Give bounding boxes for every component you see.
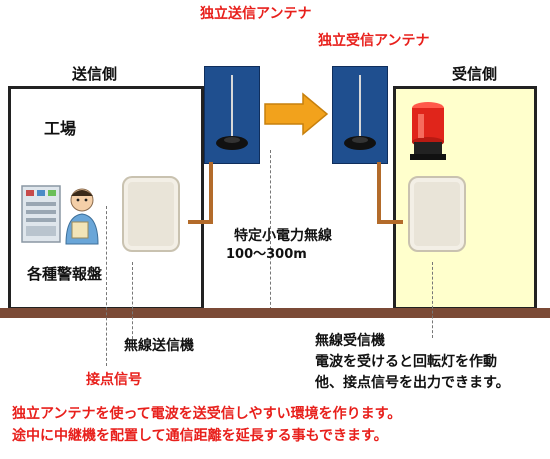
ground-bar [0, 308, 550, 318]
transmitter-device [122, 176, 180, 252]
sender-heading: 送信側 [72, 65, 118, 83]
receiver-guide [432, 262, 433, 338]
factory-label: 工場 [44, 119, 77, 138]
contact-signal-guide [106, 206, 107, 366]
tx-antenna-label: 独立送信アンテナ [200, 6, 312, 22]
alarm-panel-icon [21, 185, 99, 245]
center-divider [270, 150, 271, 310]
rotating-lamp-icon [410, 102, 446, 160]
transmitter-photo [115, 170, 187, 260]
contact-signal-label: 接点信号 [86, 372, 142, 388]
tx-antenna-icon [216, 75, 248, 150]
receiver-desc-2: 他、接点信号を出力できます。 [315, 375, 510, 391]
transmitter-guide [132, 262, 133, 344]
footer-line-1: 独立アンテナを使って電波を送受信しやすい環境を作ります。 [12, 406, 402, 422]
receiver-label: 無線受信機 [315, 333, 385, 349]
panel-label: 各種警報盤 [27, 265, 103, 283]
receiver-device [408, 176, 466, 252]
rotating-lamp [404, 98, 452, 164]
rx-antenna-label: 独立受信アンテナ [318, 33, 430, 49]
alarm-panel-illustration [20, 182, 106, 252]
transmitter-label: 無線送信機 [124, 338, 194, 354]
link-range: 100〜300m [226, 247, 307, 262]
receiver-photo [401, 170, 473, 260]
footer-line-2: 途中に中継機を配置して通信距離を延長する事もできます。 [12, 428, 388, 444]
tx-cable-horizontal [188, 220, 213, 224]
transmission-arrow [263, 92, 329, 136]
receiver-desc-1: 電波を受けると回転灯を作動 [315, 354, 497, 370]
receiver-heading: 受信側 [452, 65, 498, 83]
rx-antenna-photo [332, 66, 388, 164]
rx-cable-horizontal [377, 220, 403, 224]
tx-cable-vertical [209, 162, 213, 224]
rx-antenna-icon [344, 75, 376, 150]
right-arrow-icon [264, 92, 329, 136]
tx-antenna-photo [204, 66, 260, 164]
rx-cable-vertical [377, 162, 381, 224]
link-label: 特定小電力無線 [234, 228, 332, 244]
